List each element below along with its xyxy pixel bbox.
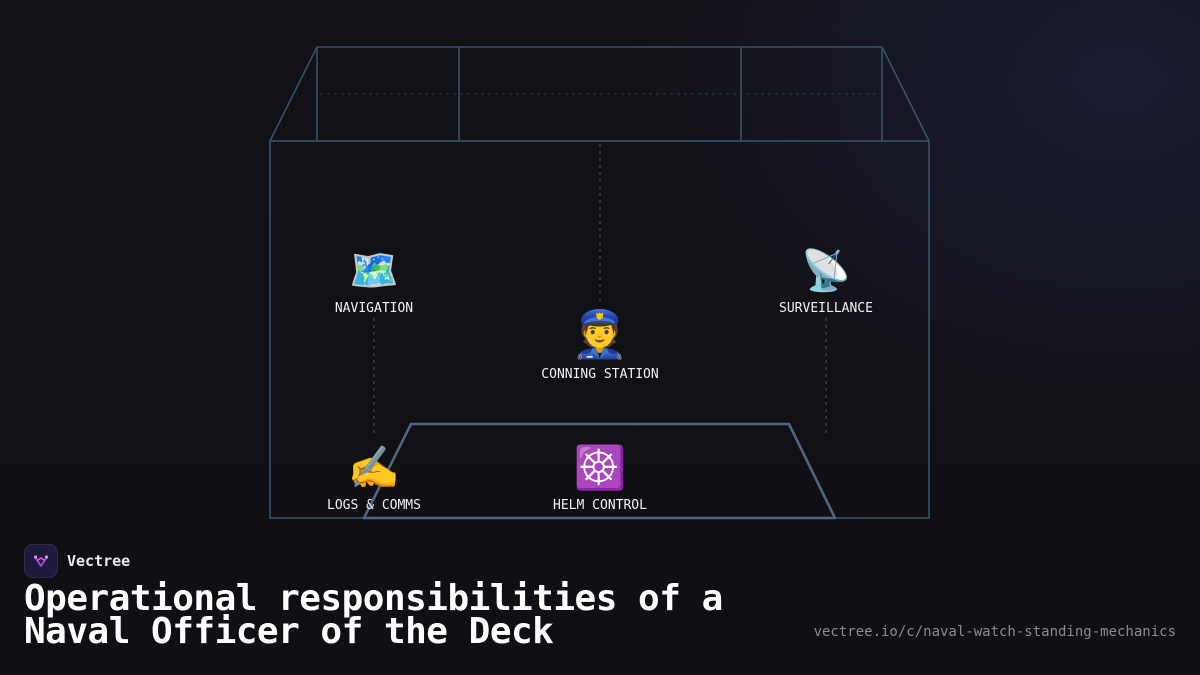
node-label: NAVIGATION	[335, 301, 413, 316]
roof-outline	[269, 46, 930, 142]
node-label: CONNING STATION	[541, 367, 658, 382]
map-icon: 🗺️	[349, 248, 399, 294]
connectors	[373, 144, 827, 434]
source-url: vectree.io/c/naval-watch-standing-mechan…	[813, 624, 1176, 640]
satellite-antenna-icon: 📡	[801, 245, 851, 294]
police-officer-icon: 👮	[571, 306, 628, 361]
brand-name: Vectree	[67, 552, 131, 570]
node-label: SURVEILLANCE	[779, 301, 873, 316]
node-surveillance: 📡 SURVEILLANCE	[779, 245, 873, 316]
node-conning-station: 👮 CONNING STATION	[541, 306, 658, 382]
node-label: LOGS & COMMS	[327, 498, 421, 513]
vectree-logo-glyph	[33, 555, 49, 567]
writing-hand-icon: ✍️	[348, 443, 400, 492]
vectree-logo-icon	[24, 544, 58, 578]
node-navigation: 🗺️ NAVIGATION	[335, 248, 413, 316]
page-title: Operational responsibilities of a Naval …	[24, 578, 723, 652]
brand: Vectree	[24, 544, 130, 578]
node-helm-control: ☸️ HELM CONTROL	[553, 443, 647, 513]
helm-console	[362, 422, 837, 520]
node-label: HELM CONTROL	[553, 498, 647, 513]
ship-wheel-icon: ☸️	[574, 443, 626, 492]
node-logs-comms: ✍️ LOGS & COMMS	[327, 443, 421, 513]
